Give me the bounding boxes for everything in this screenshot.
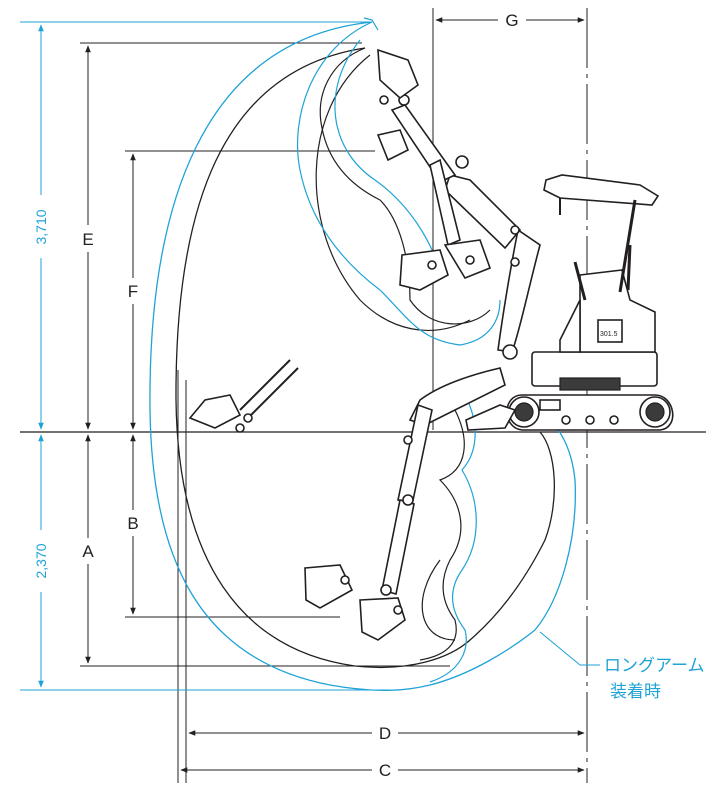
- long-arm-tip-mark: [363, 17, 379, 31]
- label-d: D: [379, 724, 391, 743]
- standard-mid-upper-curve: [315, 54, 471, 331]
- callout-long-arm: ロングアーム: [604, 656, 704, 676]
- label-g: G: [505, 11, 518, 30]
- standard-arm-envelope: [175, 47, 555, 669]
- label-f: F: [128, 282, 138, 301]
- label-a: A: [82, 542, 94, 561]
- excavator: 301.5: [188, 48, 674, 641]
- dozer-blade: [465, 404, 517, 431]
- svg-text:301.5: 301.5: [600, 331, 618, 338]
- long-arm-mid-curve: [334, 39, 441, 271]
- standard-outer-curve: [175, 47, 555, 669]
- buckets-lower: [304, 564, 406, 641]
- long-arm-outer-curve: [149, 21, 576, 691]
- long-arm-inner-lower-curve: [429, 394, 477, 683]
- crawler-track: [506, 394, 674, 431]
- standard-inner-upper-curve: [319, 47, 491, 325]
- value-max-height: 3,710: [33, 209, 49, 244]
- buckets-upper: [376, 48, 492, 291]
- value-max-depth: 2,370: [33, 543, 49, 578]
- long-arm-inner-upper-curve: [296, 21, 501, 346]
- label-b: B: [127, 514, 138, 533]
- standard-inner-lower-curve: [419, 409, 465, 661]
- dimension-labels: G E F A B D C 3,710 2,370 ロングアーム 装着時: [33, 11, 704, 780]
- bucket-ground-reach: [188, 359, 299, 433]
- canopy: [543, 174, 660, 301]
- label-c: C: [379, 761, 391, 780]
- long-arm-envelope: [149, 17, 576, 691]
- boom-and-arm-lowered: [380, 367, 506, 596]
- standard-bucket-curl-curve: [421, 559, 456, 641]
- upper-structure: 301.5: [531, 269, 658, 391]
- boom-and-arm-raised: [379, 94, 541, 360]
- callout-leader: [539, 631, 600, 666]
- dimension-lines: [38, 17, 585, 773]
- callout-attached: 装着時: [610, 682, 661, 702]
- label-e: E: [82, 230, 93, 249]
